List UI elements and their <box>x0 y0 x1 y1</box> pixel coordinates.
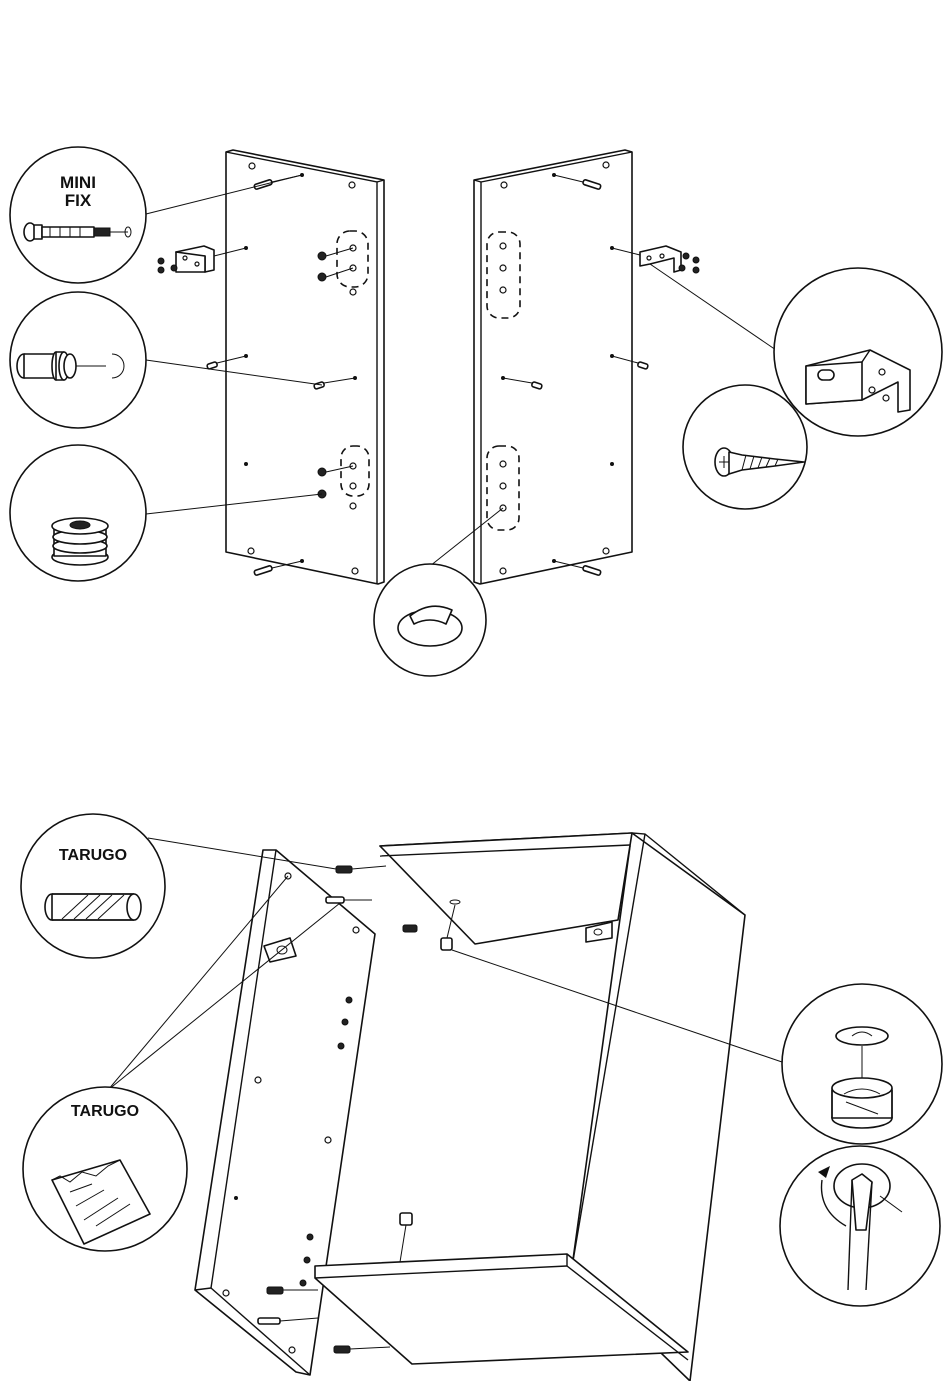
left-side-panel <box>207 150 384 584</box>
sticker-callout <box>374 564 486 676</box>
screwdriver-callout <box>780 1146 940 1306</box>
wood-dowel-icon <box>45 894 141 920</box>
threaded-insert-icon <box>52 518 108 565</box>
cam-lock-callout <box>782 984 942 1144</box>
minifix-label-line2: FIX <box>65 191 92 210</box>
tarugo-label-bottom: TARUGO <box>71 1103 139 1120</box>
nut-callout <box>10 445 146 581</box>
minifix-label-line1: MINI <box>60 173 96 192</box>
minifix-callout: MINI FIX <box>10 147 146 283</box>
bracket-callout <box>774 268 942 436</box>
hardware-bag-callout: TARUGO <box>23 1087 187 1251</box>
tarugo-callout: TARUGO <box>21 814 165 958</box>
right-side-panel <box>474 150 648 584</box>
tarugo-label-top: TARUGO <box>59 847 127 864</box>
pin-callout <box>10 292 146 428</box>
screw-callout <box>683 385 807 509</box>
